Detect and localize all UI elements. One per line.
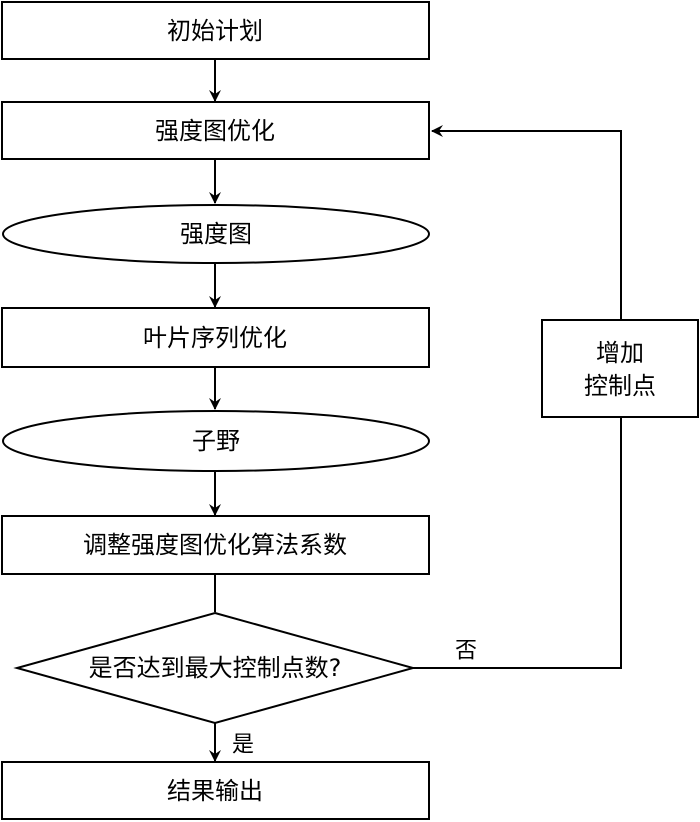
node-subfield-label: 子野: [192, 427, 240, 455]
node-subfield: 子野: [2, 410, 430, 472]
edge-no-path: [413, 417, 622, 669]
node-max-control-points-decision-label: 是否达到最大控制点数?: [89, 654, 342, 682]
node-intensity-map-optimization: 强度图优化: [1, 101, 430, 160]
node-initial-plan-label: 初始计划: [167, 17, 263, 45]
node-max-control-points-decision: 是否达到最大控制点数?: [13, 611, 417, 725]
edge-loop-back: [431, 125, 622, 320]
node-add-control-points-line1: 增加: [596, 339, 644, 367]
node-intensity-map-label: 强度图: [180, 220, 252, 248]
edge-yes-label: 是: [232, 733, 254, 758]
node-leaf-sequence-optimization: 叶片序列优化: [1, 307, 430, 368]
node-initial-plan: 初始计划: [1, 1, 430, 60]
node-add-control-points: 增加 控制点: [541, 319, 699, 418]
edge-no-label: 否: [455, 639, 477, 664]
node-intensity-map-optimization-label: 强度图优化: [155, 117, 275, 145]
node-result-output-label: 结果输出: [167, 777, 263, 805]
node-adjust-coefficients-label: 调整强度图优化算法系数: [83, 531, 347, 559]
node-intensity-map: 强度图: [2, 204, 430, 264]
node-leaf-sequence-optimization-label: 叶片序列优化: [143, 324, 287, 352]
node-adjust-coefficients: 调整强度图优化算法系数: [1, 515, 430, 575]
node-result-output: 结果输出: [1, 761, 430, 820]
node-add-control-points-line2: 控制点: [584, 372, 656, 400]
